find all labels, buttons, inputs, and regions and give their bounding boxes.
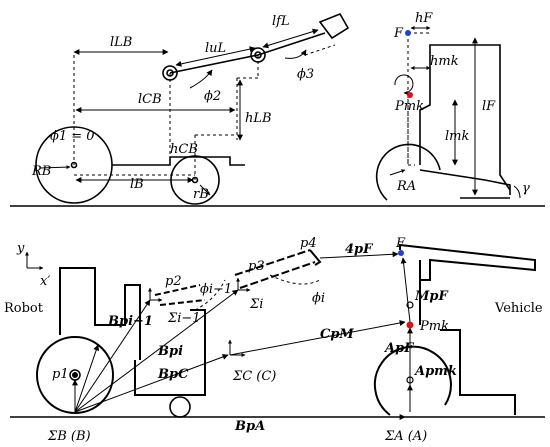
label-B-p-A: BpA: [234, 419, 265, 434]
label-lmk: lmk: [445, 129, 469, 144]
label-M-p-F: MpF: [414, 289, 448, 304]
label-axis-y: y: [16, 241, 25, 256]
vehicle-dimension-view: F hF hmk Pmk lF lmk RA γ: [375, 11, 530, 201]
label-B-p-i: Bpi: [157, 344, 183, 359]
vehicle-back: [419, 169, 511, 195]
coordinate-frame-view: y x′ Robot Vehicle p1 p2 p3 p4 ϕi−1 ϕi Σ…: [4, 236, 545, 444]
point-F: [405, 30, 411, 36]
label-lLB: lLB: [110, 35, 132, 50]
label-p4: p4: [300, 236, 317, 251]
vehicle-dimension-lines: [389, 26, 521, 199]
label-RB: RB: [31, 164, 51, 179]
label-C-p-M: CpM: [320, 327, 354, 342]
label-A-p-F: ApF: [383, 341, 414, 356]
label-p2: p2: [165, 274, 182, 289]
point-Pmk-bottom: [406, 321, 414, 329]
label-F-bottom: F: [395, 236, 406, 251]
label-hCB: hCB: [170, 142, 198, 157]
label-sigma-i: Σi: [249, 297, 263, 312]
label-lfL: lfL: [272, 14, 290, 29]
label-lCB: lCB: [138, 92, 162, 107]
label-A-p-mk: Apmk: [413, 364, 457, 379]
label-RA: RA: [396, 179, 416, 194]
label-rB: rB: [193, 187, 209, 202]
label-phi-i: ϕi: [312, 291, 325, 306]
label-4-p-F: 4pF: [345, 242, 373, 257]
label-Pmk-bottom: Pmk: [419, 319, 449, 334]
label-F: F: [393, 26, 404, 41]
point-F-bottom: [398, 250, 404, 256]
robot-wheel-bottom: [36, 336, 114, 414]
label-robot: Robot: [4, 301, 44, 316]
robot-outline: [36, 249, 322, 418]
vehicle-frame: [419, 44, 511, 191]
label-gamma: γ: [522, 181, 530, 196]
vehicle-body: [375, 44, 511, 201]
label-lB: lB: [130, 177, 144, 192]
label-Pmk: Pmk: [394, 99, 424, 114]
label-sigma-C: ΣC (C): [232, 369, 276, 384]
label-phi2: ϕ2: [204, 89, 221, 104]
label-luL: luL: [205, 41, 226, 56]
dimension-lines: [39, 28, 336, 196]
vehicle-outline: [373, 243, 536, 416]
label-phi-im1: ϕi−1: [200, 282, 232, 297]
label-B-p-im1: Bpi−1: [107, 314, 153, 329]
robot-dimension-labels: ϕ1 = 0 lLB luL lfL ϕ2 ϕ3 lCB hLB hCB RB …: [31, 14, 314, 202]
chassis: [112, 156, 245, 166]
label-phi3: ϕ3: [297, 67, 314, 82]
vehicle-wheel: [375, 143, 441, 201]
arm-link-2: [257, 32, 326, 56]
vehicle-dimension-labels: F hF hmk Pmk lF lmk RA γ: [393, 11, 530, 196]
label-B-p-C: BpC: [157, 367, 189, 382]
label-vehicle: Vehicle: [494, 301, 543, 316]
coordinate-labels: y x′ Robot Vehicle p1 p2 p3 p4 ϕi−1 ϕi Σ…: [4, 236, 543, 444]
arm-link-1: [169, 54, 259, 74]
label-hLB: hLB: [245, 111, 272, 126]
label-p3: p3: [248, 259, 265, 274]
axes-indicator: [25, 251, 44, 270]
label-hmk: hmk: [430, 54, 459, 69]
label-sigma-im1: Σi−1: [167, 311, 201, 326]
label-sigma-B: ΣB (B): [47, 429, 91, 444]
label-phi1: ϕ1 = 0: [50, 129, 95, 144]
robot-front-wheel-bottom: [169, 396, 191, 418]
label-p1: p1: [52, 367, 69, 382]
label-lF: lF: [482, 99, 496, 114]
frame-vectors: [72, 251, 413, 420]
gripper: [318, 12, 350, 40]
robot-dimension-view: ϕ1 = 0 lLB luL lfL ϕ2 ϕ3 lCB hLB hCB RB …: [10, 12, 545, 207]
point-Pmk: [407, 92, 413, 98]
label-hF: hF: [415, 11, 433, 26]
label-axis-x: x′: [40, 274, 50, 289]
label-sigma-A: ΣA (A): [384, 429, 427, 444]
